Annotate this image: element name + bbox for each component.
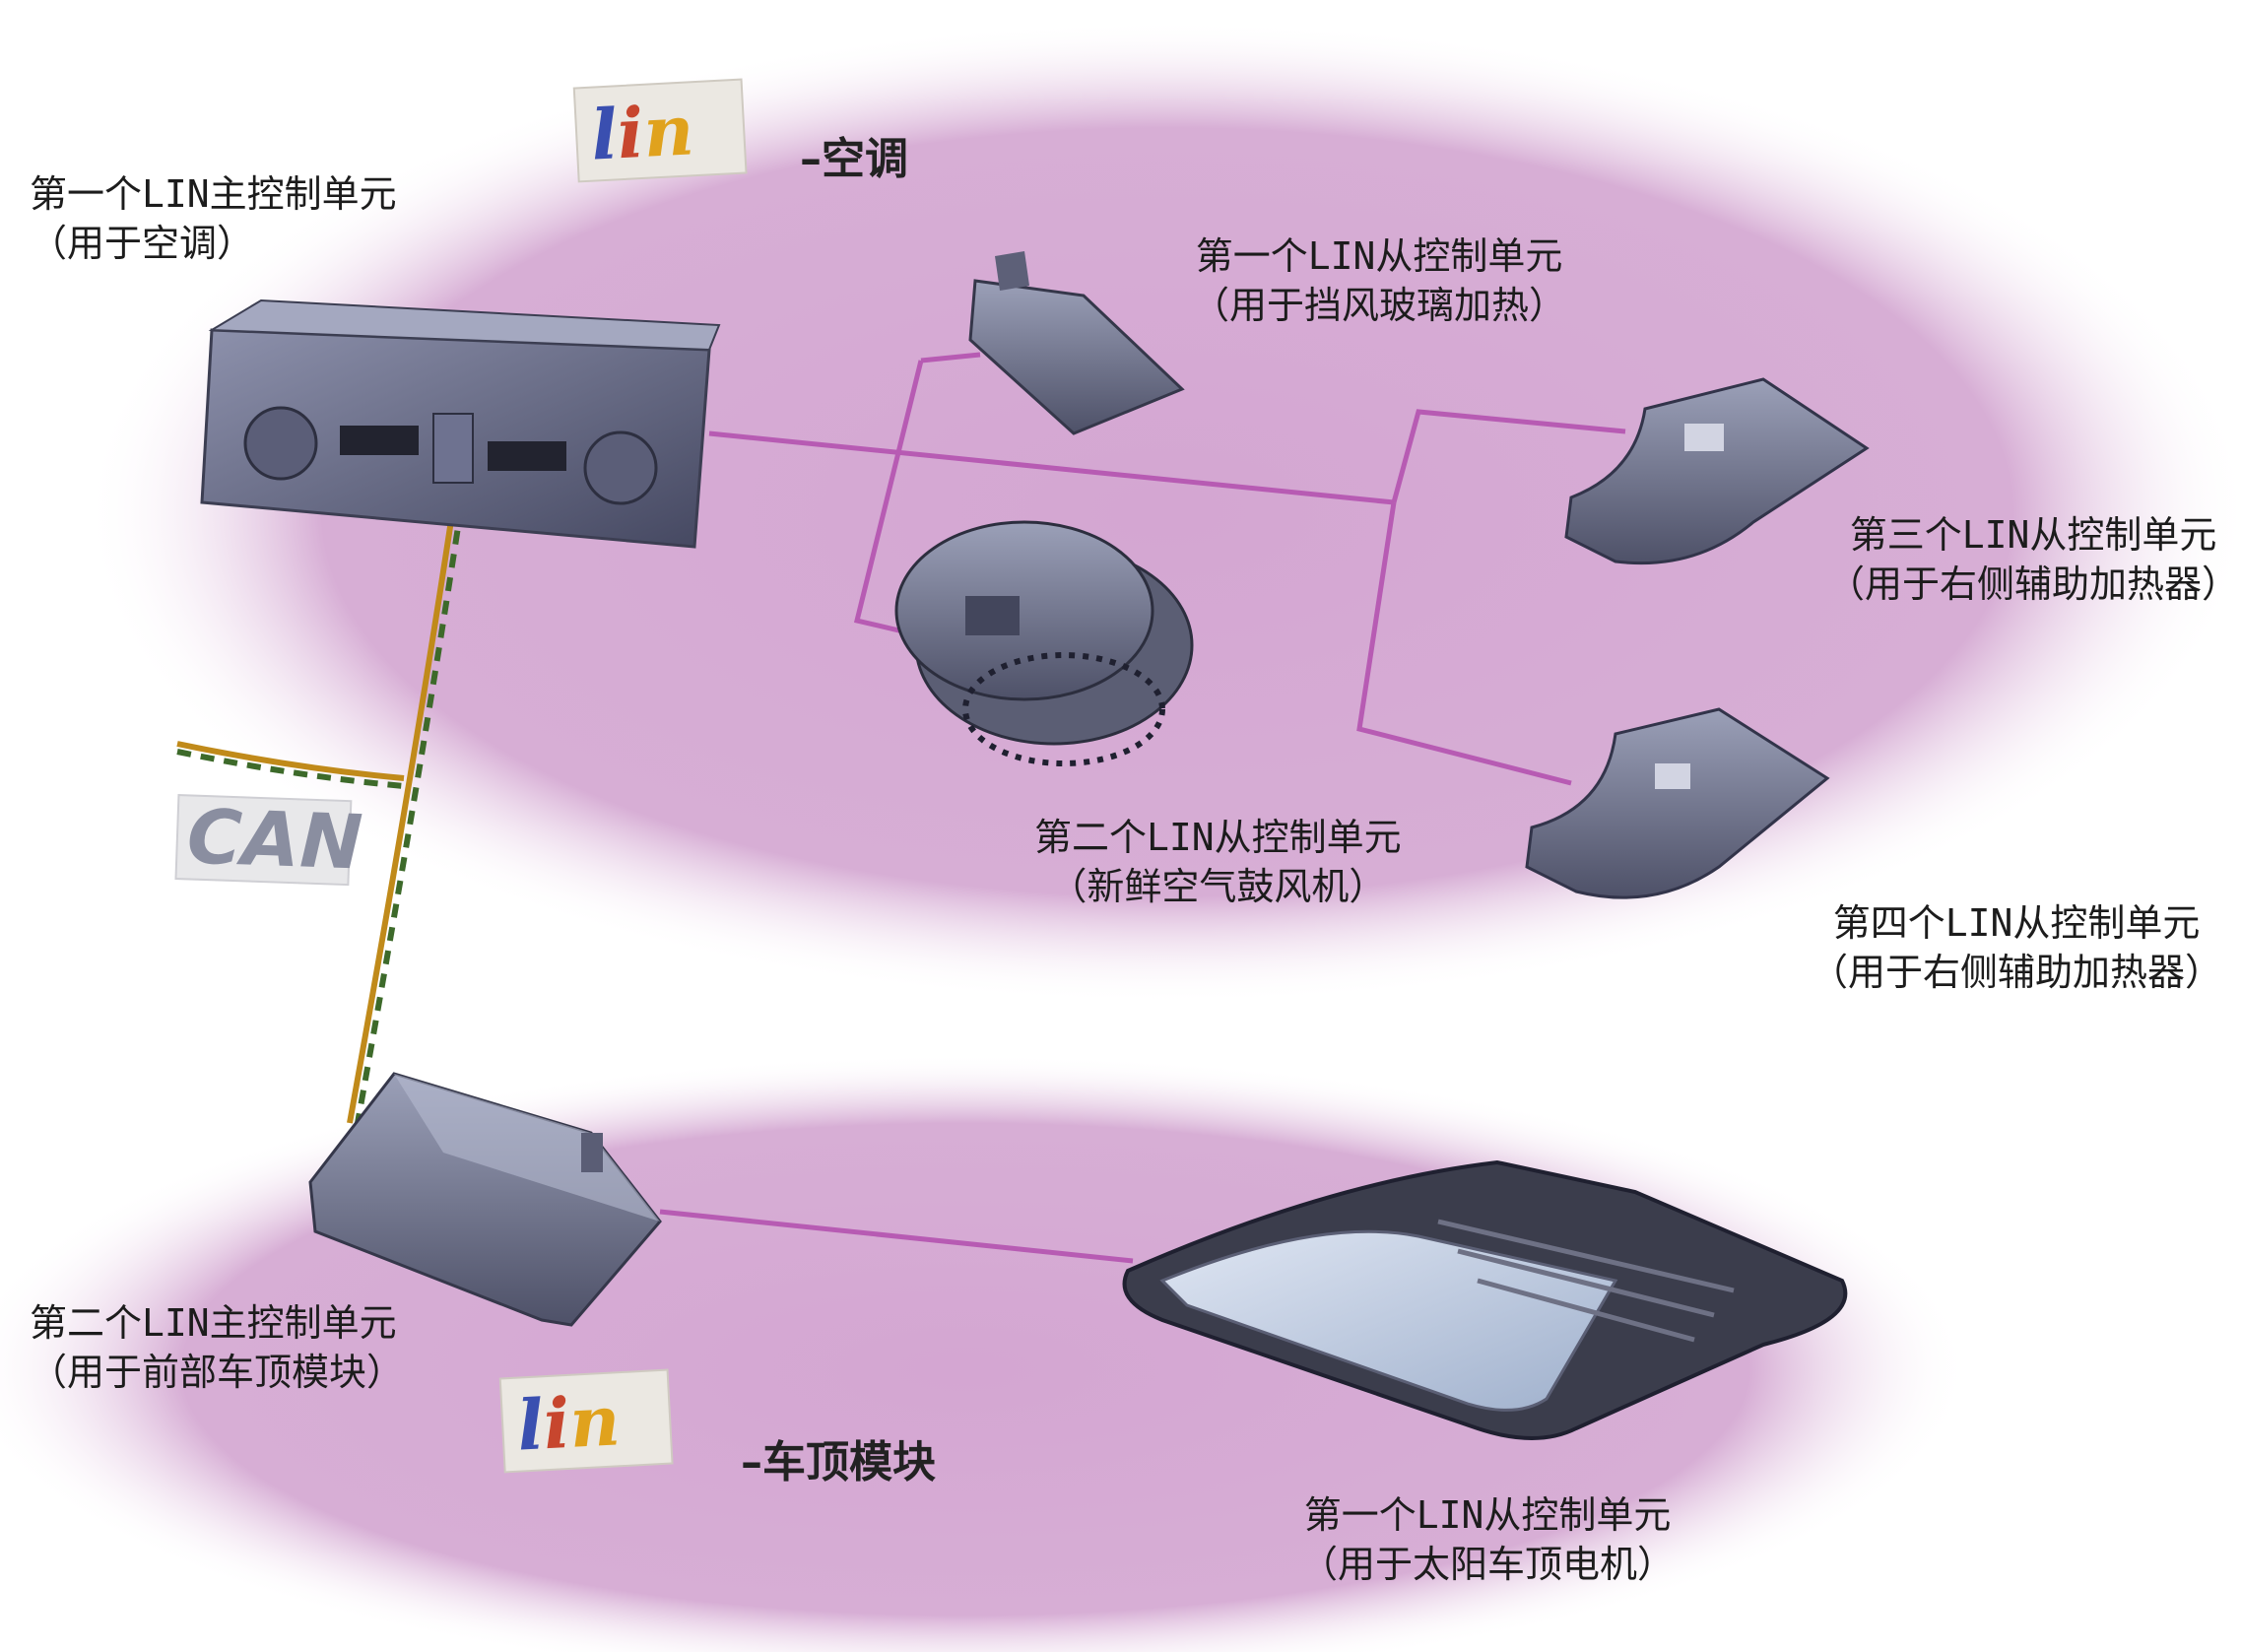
lin-logo-letter: n — [567, 1379, 622, 1464]
lin-logo-climate: lin — [572, 78, 748, 183]
can-badge-text: CAN — [185, 792, 363, 886]
slave-1-label: 第一个LIN从控制单元 （用于挡风玻璃加热） — [1192, 234, 1567, 327]
master-2-label: 第二个LIN主控制单元 （用于前部车顶模块） — [30, 1301, 405, 1394]
slave-3-label: 第三个LIN从控制单元 （用于右侧辅助加热器） — [1827, 513, 2240, 606]
slave-4-label: 第四个LIN从控制单元 （用于右侧辅助加热器） — [1811, 901, 2223, 994]
blower-motor — [894, 520, 1194, 766]
can-wires — [176, 506, 464, 1124]
aux-heater-unit-3 — [1564, 377, 1870, 565]
slave-2-label: 第二个LIN从控制单元 （新鲜空气鼓风机） — [1034, 816, 1402, 908]
lin-wires — [659, 352, 1626, 1264]
aux-heater-unit-4 — [1525, 707, 1830, 899]
sunroof-frame — [1122, 1159, 1848, 1440]
roof-zone-label: –车顶模块 — [741, 1437, 936, 1487]
climate-zone-label: –空调 — [800, 134, 908, 184]
svg-text:lin: lin — [515, 1379, 622, 1466]
lin-logo-roof: lin — [498, 1368, 674, 1474]
climate-control-panel — [200, 298, 721, 549]
svg-text:lin: lin — [589, 89, 695, 175]
lin-logo-letter: l — [515, 1383, 546, 1466]
roof-slave-1-label: 第一个LIN从控制单元 （用于太阳车顶电机） — [1300, 1493, 1676, 1586]
lin-logo-letter: i — [616, 92, 646, 174]
can-badge: CAN — [174, 792, 364, 887]
roof-module — [308, 1072, 662, 1327]
lin-logo-letter: i — [542, 1382, 572, 1465]
lin-logo-letter: n — [641, 89, 695, 173]
windshield-heater-unit — [968, 251, 1185, 435]
lin-logo-letter: l — [589, 93, 620, 175]
master-1-label: 第一个LIN主控制单元 （用于空调） — [30, 172, 397, 265]
